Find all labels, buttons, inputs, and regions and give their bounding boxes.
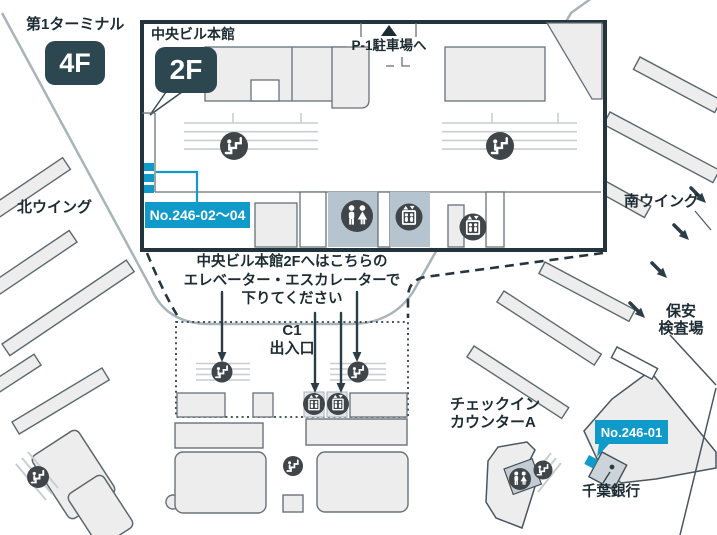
restroom-icon — [509, 468, 531, 490]
escalator-icon — [218, 130, 250, 162]
exit-code: C1 — [282, 322, 302, 339]
security-label: 保安 検査場 — [658, 303, 704, 337]
c1-structures — [176, 392, 408, 418]
north-wing-label: 北ウイング — [17, 199, 93, 216]
escalator-icon — [210, 360, 234, 384]
parking-label: P-1駐車場へ — [351, 38, 427, 53]
terminal-outline-curve — [0, 0, 592, 326]
instruction-line: 下りてください — [241, 291, 343, 307]
escalator-icon — [26, 465, 50, 489]
locker-location-marker — [584, 455, 598, 469]
dashed-connector-left — [145, 252, 179, 316]
locker-markers-2f — [144, 163, 154, 193]
escalator-icon — [532, 459, 554, 481]
checkin-label: チェックイン カウンターA — [450, 396, 541, 431]
building-label: 中央ビル本館 — [151, 26, 235, 42]
exit-label: C1 出入口 — [247, 322, 337, 357]
elevator-icon — [302, 392, 326, 416]
southwest-buildings — [15, 429, 134, 535]
locker-badge-upper: No.246-02〜04 — [145, 202, 250, 228]
locker-callout-line — [156, 170, 199, 203]
guidance-arrowheads — [217, 352, 362, 393]
south-wing-counters — [465, 56, 717, 420]
locker-badge-lower: No.246-01 — [595, 420, 668, 444]
instruction-line: 中央ビル本館2Fへはこちらの — [196, 254, 388, 270]
exit-word: 出入口 — [269, 339, 315, 357]
escalator-icon — [484, 130, 516, 162]
bank-label: 千葉銀行 — [582, 484, 640, 500]
escalator-icon — [346, 360, 370, 384]
building-floor-badge: 2F — [155, 47, 217, 93]
locker-pointer — [597, 444, 609, 457]
restroom-icon — [341, 200, 373, 232]
elevator-icon — [326, 392, 350, 416]
south-wing-label: 南ウイング — [624, 193, 700, 210]
escalator-icon — [282, 455, 304, 477]
c1-dotted-area — [175, 321, 409, 418]
security-flow-arrows — [628, 186, 712, 318]
lower-structures — [165, 418, 409, 514]
guidance-arrows — [220, 290, 359, 386]
terminal-floor-badge: 4F — [45, 41, 105, 85]
floor-badge-tail — [149, 91, 183, 116]
terminal-label: 第1ターミナル — [26, 16, 125, 33]
instruction-text: 中央ビル本館2Fへはこちらの エレベーター・エスカレーターで 下りてください — [167, 253, 417, 309]
elevator-icon — [458, 212, 488, 242]
instruction-line: エレベーター・エスカレーターで — [183, 272, 401, 289]
north-wing-counters — [0, 156, 136, 435]
elevator-icon — [394, 202, 424, 232]
bank-building — [587, 451, 628, 491]
parking-corridor-walls — [360, 23, 417, 67]
box-rooms — [204, 22, 603, 109]
triangle-up-icon — [381, 25, 397, 36]
